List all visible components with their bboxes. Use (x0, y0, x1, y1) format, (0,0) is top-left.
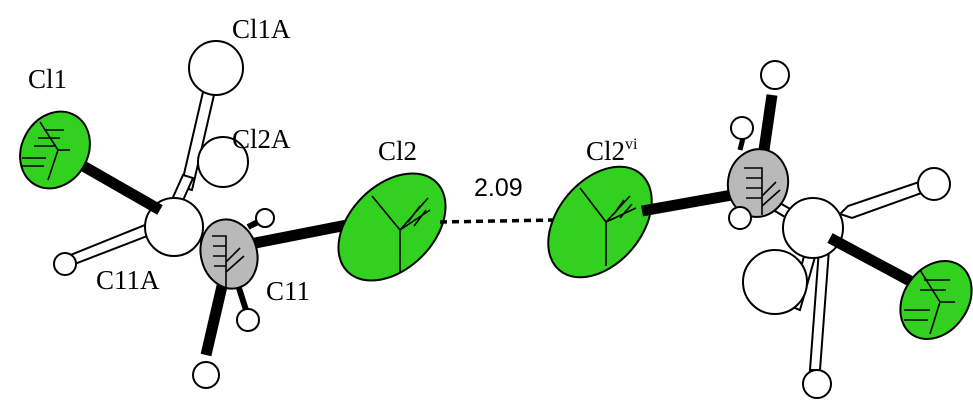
label-cl2vi: Cl2vi (586, 136, 638, 166)
cl2a-atom (197, 136, 249, 188)
distance-label: 2.09 (474, 174, 523, 202)
hydrogen-atom (255, 208, 275, 228)
hydrogen-atom (802, 369, 832, 399)
hydrogen-atom (917, 167, 951, 201)
label-cl2a: Cl2A (232, 124, 291, 154)
c11a-atom (144, 197, 204, 257)
hydrogen-atom (53, 252, 77, 276)
cl1-symmetry-atom (899, 260, 973, 340)
ordered-bonds-left (75, 158, 354, 357)
label-cl1: Cl1 (28, 64, 67, 94)
label-cl2: Cl2 (378, 136, 417, 166)
disordered-atom (742, 249, 808, 315)
c11-symmetry-atom (726, 148, 790, 218)
hydrogen-atom (760, 60, 790, 90)
cl1a-atom (188, 40, 244, 96)
disordered-atom (782, 197, 844, 259)
label-cl2vi-superscript: vi (625, 136, 638, 153)
label-cl1a: Cl1A (232, 14, 291, 44)
c11-atom (199, 218, 259, 290)
cl2-atom (337, 172, 447, 282)
label-c11a: C11A (96, 265, 160, 295)
hydrogen-atom (730, 116, 754, 140)
cl1-atom (19, 110, 91, 190)
hydrogen-atom (728, 206, 752, 230)
hydrogen-atom (236, 308, 260, 332)
label-c11: C11 (266, 276, 310, 306)
hydrogen-atom (192, 361, 220, 389)
c-h-bond (235, 284, 249, 311)
label-cl2vi-base: Cl2 (586, 136, 625, 166)
hydrogen-bond-dashed-line (439, 218, 557, 224)
cl2vi-atom (547, 165, 653, 279)
